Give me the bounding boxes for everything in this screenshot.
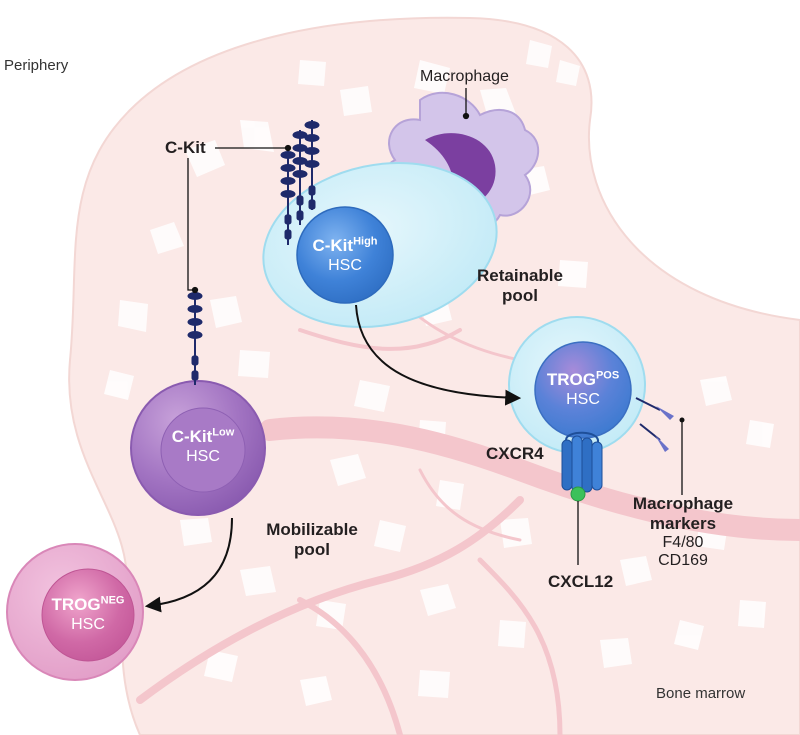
cxcr4-label: CXCR4 <box>486 444 544 463</box>
arrow-to-trog-neg <box>144 517 233 613</box>
mobilizable-pool-label: Mobilizable pool <box>252 520 372 560</box>
ckit-low-hsc <box>160 407 246 493</box>
cd169-label: CD169 <box>658 552 708 569</box>
trog-neg-name: TROG <box>51 595 101 614</box>
ckit-low-name: C-Kit <box>171 427 213 446</box>
cxcr4-receptor <box>561 431 603 493</box>
ckit-receptors-high <box>280 120 320 245</box>
periphery-label: Periphery <box>4 57 69 74</box>
ckit-high-sup: High <box>353 235 378 248</box>
retainable-pool-line2: pool <box>502 286 538 305</box>
ckit-low-hsc-label: C-KitLow HSC <box>155 427 251 467</box>
ckit-high-hsc <box>296 206 394 304</box>
trog-neg-hsc <box>41 568 135 662</box>
macrophage-marker-pins <box>635 397 685 495</box>
ckit-receptor-low <box>187 290 203 385</box>
mobilizable-pool-line2: pool <box>294 540 330 559</box>
trog-pos-hsc <box>534 341 632 439</box>
macrophage-markers-line1: Macrophage <box>632 494 734 513</box>
trog-neg-hsc-label: TROGNEG HSC <box>40 595 136 635</box>
mobilizable-pool-line1: Mobilizable <box>266 520 358 539</box>
blood-vessels <box>136 298 800 735</box>
trog-pos-sup: POS <box>595 369 620 382</box>
cxcl12-label: CXCL12 <box>548 572 614 591</box>
trog-pos-name: TROG <box>546 370 596 389</box>
ckit-high-name: C-Kit <box>312 236 354 255</box>
arrow-to-trog-pos <box>355 304 522 406</box>
retainable-pool-label: Retainable pool <box>470 266 570 306</box>
trog-neg-sup: NEG <box>100 594 125 607</box>
ckit-low-type: HSC <box>186 448 220 465</box>
ckit-high-type: HSC <box>328 257 362 274</box>
trog-pos-hsc-label: TROGPOS HSC <box>535 370 631 410</box>
macrophage-markers-label: Macrophage markers F4/80 CD169 <box>624 494 742 570</box>
retainable-pool-line1: Retainable <box>477 266 563 285</box>
macrophage-markers-line2: markers <box>649 514 717 533</box>
bone-marrow-label: Bone marrow <box>656 685 746 702</box>
cxcl12-ligand <box>570 486 586 565</box>
f4-80-label: F4/80 <box>662 534 704 551</box>
ckit-label: C-Kit <box>165 138 206 157</box>
bone-marrow-region <box>68 16 800 735</box>
ckit-leader-lines <box>187 144 292 294</box>
trog-neg-type: HSC <box>71 616 105 633</box>
macrophage-leader-line <box>462 88 470 120</box>
ckit-low-sup: Low <box>212 426 235 439</box>
macrophage-label: Macrophage <box>420 68 509 85</box>
trog-pos-type: HSC <box>566 391 600 408</box>
ckit-high-hsc-label: C-KitHigh HSC <box>297 236 393 276</box>
